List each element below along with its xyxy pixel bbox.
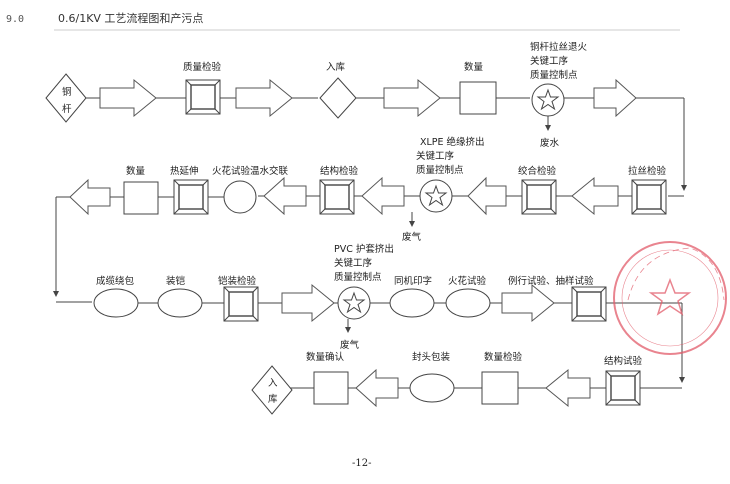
flow-arrow [501,283,555,323]
spark-test-label: 火花试验 [448,275,487,287]
page-number: -12- [352,458,371,469]
structure-test-label: 结构试验 [604,355,643,367]
start-node-label-2: 杆 [62,103,72,115]
quality-check-box [185,79,221,115]
pvc-ccp-label-2: 关键工序 [334,257,373,269]
spark-crosslink-label: 火花试验温水交联 [212,165,289,177]
warehouse-in-label: 入库 [326,61,346,73]
section-number: 9.0 [6,14,24,25]
flow-arrow-left [545,368,591,408]
armoring-label: 装铠 [166,275,186,287]
structure-check-box [319,179,355,215]
flow-arrow-left [361,176,405,216]
stranding-check-label: 绞合检验 [518,165,557,177]
page-title: 0.6/1KV 工艺流程图和产污点 [58,11,203,25]
quantity-label: 数量 [464,61,484,73]
armor-check-label: 铠装检验 [218,275,257,287]
company-seal-stamp [613,241,727,355]
quantity-box [459,81,497,115]
quantity-check-label: 数量检验 [484,351,523,363]
stranding-check-box [521,179,557,215]
pvc-ccp-label-1: PVC 护套挤出 [334,243,394,255]
warehouse-in-diamond [319,77,357,119]
flow-arrow-left [355,368,399,408]
end-sealing-packing-ellipse [409,373,455,403]
routine-sample-test-box [571,286,607,322]
hot-extension-label: 热延伸 [170,165,199,177]
start-node-label-1: 铜 [62,86,72,98]
xlpe-ccp-star-node [419,179,453,213]
quality-check-label: 质量检验 [183,61,222,73]
flow-arrow-left [263,176,307,216]
printing-label: 同机印字 [394,275,432,287]
xlpe-ccp-label-2: 关键工序 [416,150,455,162]
flow-arrow-left [69,178,111,216]
end-node-warehouse: 入 库 [251,365,293,415]
end-node-label-2: 库 [268,393,278,405]
waste-water-label: 废水 [540,137,560,149]
quantity-confirm-box [313,371,349,405]
end-sealing-packing-label: 封头包装 [412,351,451,363]
routine-sample-test-label: 例行试验、抽样试验 [508,275,594,287]
flow-arrow [99,78,157,118]
flow-arrow-left [467,176,507,216]
annealing-ccp-star-node [531,83,565,117]
flow-arrow [235,78,293,118]
xlpe-waste-gas-label: 废气 [402,231,422,243]
wire-drawing-check-box [631,179,667,215]
flow-arrow [281,283,335,323]
flow-arrow [593,78,637,118]
structure-check-label: 结构检验 [320,165,359,177]
annealing-ccp-label-2: 关键工序 [530,55,569,67]
hot-extension-box [173,179,209,215]
cabling-wrapping-ellipse [93,288,139,318]
pvc-ccp-label-3: 质量控制点 [334,271,382,283]
armor-check-box [223,286,259,322]
end-node-label-1: 入 [268,378,278,389]
quantity-check-box [481,371,519,405]
wire-drawing-check-label: 拉丝检验 [628,165,667,177]
quantity-confirm-label: 数量确认 [306,351,345,363]
flow-arrow-left [571,176,619,216]
xlpe-ccp-label-1: XLPE 绝缘挤出 [420,136,485,148]
armoring-ellipse [157,288,203,318]
xlpe-ccp-label-3: 质量控制点 [416,164,464,176]
start-node-copper-rod: 铜 杆 [45,73,87,123]
spark-test-ellipse [445,288,491,318]
spark-crosslink-circle [223,180,257,214]
printing-ellipse [389,288,435,318]
flow-arrow [383,78,441,118]
annealing-ccp-label-3: 质量控制点 [530,69,578,81]
annealing-ccp-label-1: 铜杆拉丝退火 [530,41,588,53]
pvc-waste-gas-label: 废气 [340,339,360,351]
cabling-wrapping-label: 成缆绕包 [96,275,135,287]
structure-test-box [605,370,641,406]
quantity-2-label: 数量 [126,165,146,177]
pvc-ccp-star-node [337,286,371,320]
quantity-2-box [123,181,159,215]
